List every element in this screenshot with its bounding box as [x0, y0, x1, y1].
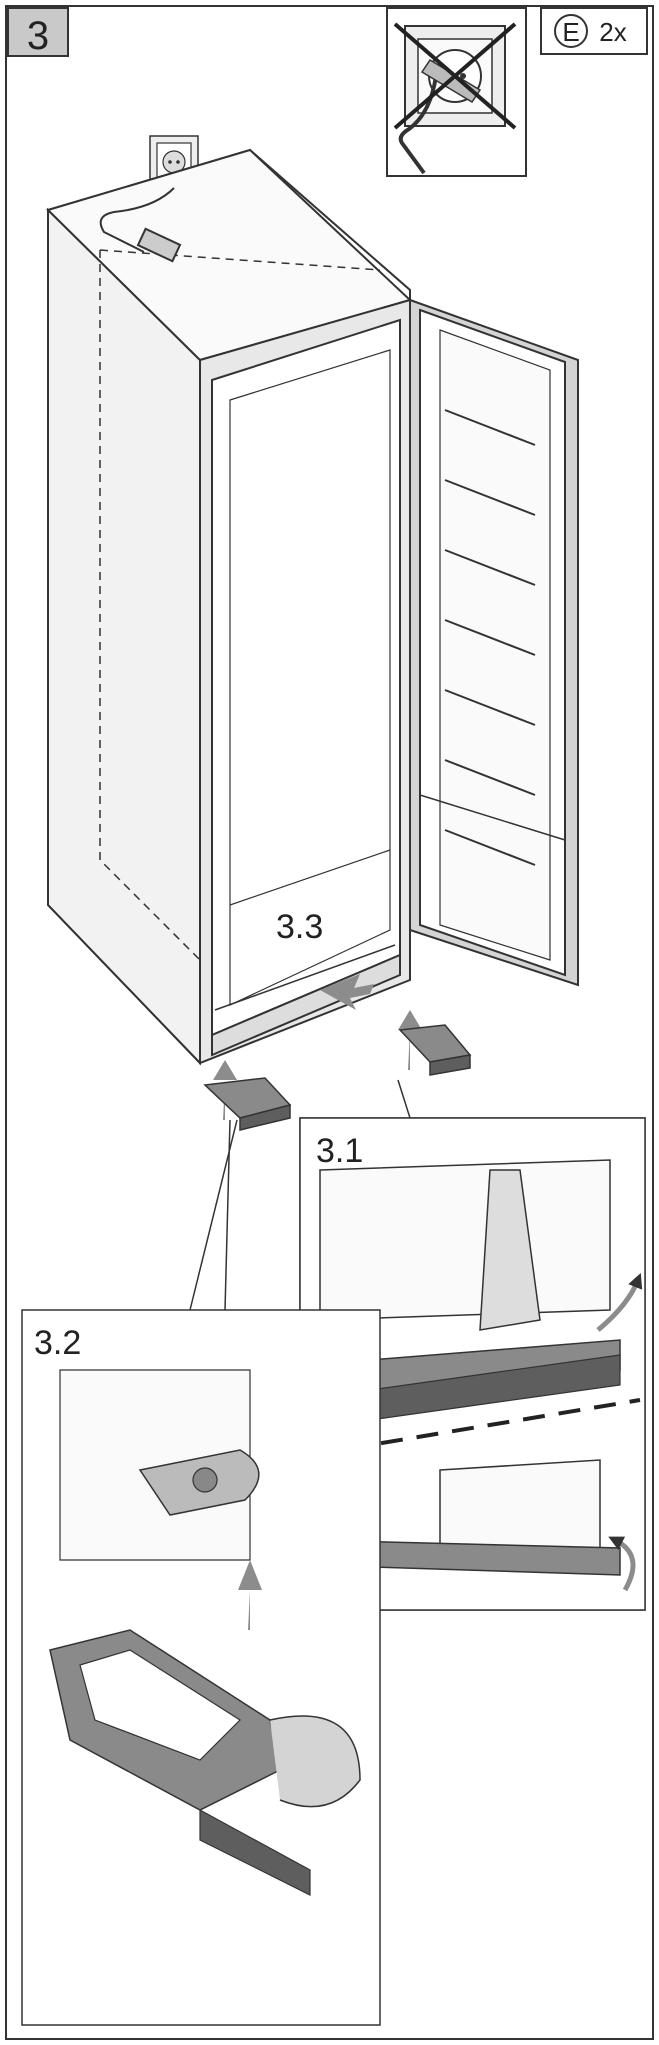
- freezer-body: [199, 298, 411, 1065]
- freezer-door: [409, 298, 579, 987]
- no-plug-icon: [386, 7, 527, 177]
- hinge-cover-right: [398, 1024, 472, 1076]
- hinge-cover-left: [203, 1077, 292, 1131]
- page-frame: [5, 5, 654, 2040]
- step-number-box: 3: [7, 7, 69, 58]
- part-quantity: 2x: [599, 17, 626, 47]
- step-number: 3: [27, 14, 49, 58]
- callout-3-2: 3.2: [34, 1324, 81, 1362]
- part-letter: E: [562, 17, 579, 47]
- callout-3-3: 3.3: [276, 908, 323, 946]
- detail-panel-3-2: 3.2: [21, 1119, 381, 2026]
- parts-quantity-box: E 2x: [540, 7, 648, 55]
- cabinet: [46, 148, 412, 1066]
- callout-3-1: 3.1: [316, 1132, 363, 1170]
